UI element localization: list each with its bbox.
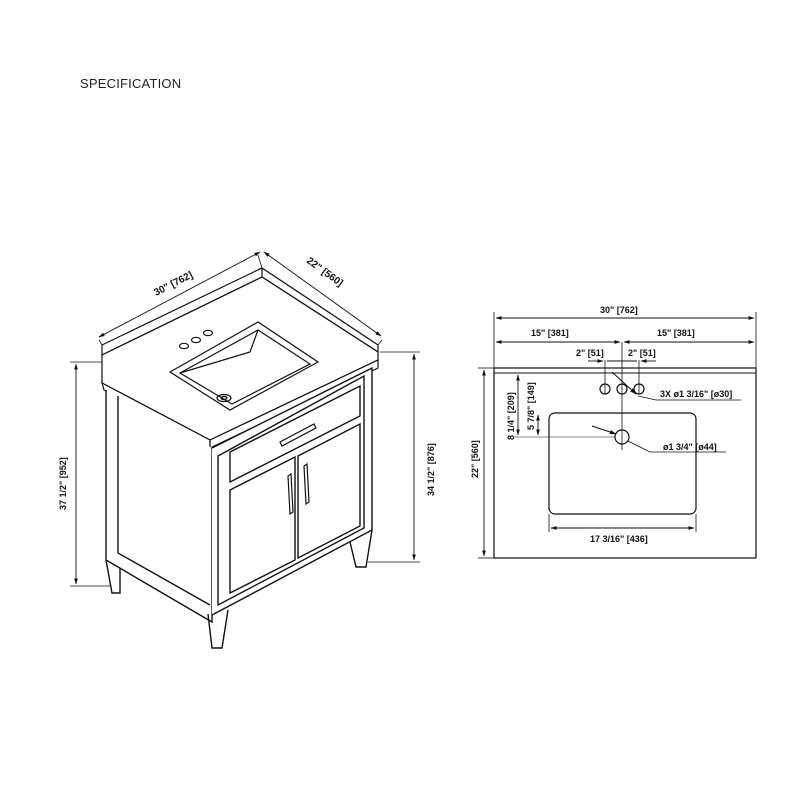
plan-bowl-outline [548,412,697,515]
dim-total-height: 37 1/2" [952] [58,361,110,587]
plan-depth-label: 22" [560] [470,440,480,478]
plan-callout-drain: ø1 3/4" [ø44] [591,425,726,453]
plan-dim-overall-width: 30" [762] [493,305,757,368]
plan-dim-hole-spacing: 2" [51] 2" [51] [576,348,656,363]
plan-hole-spacing-right-label: 2" [51] [628,348,656,358]
plan-view: 30" [762] 15" [381] 15" [381] 2" [51] 2"… [470,305,757,559]
handles [279,423,317,516]
dim-total-height-label: 37 1/2" [952] [58,457,68,510]
plan-left-half-label: 15" [381] [531,328,569,338]
plan-right-half-label: 15" [381] [657,328,695,338]
plan-faucet-holes-label: 3X ø1 3/16" [ø30] [660,389,732,399]
cabinet-legs [105,529,373,649]
plan-hole-spacing-left-label: 2" [51] [576,348,604,358]
sink-bowl [168,321,320,411]
vanity-perspective: 30" [762] 22" [560] 37 1/2" [952] 34 1/2… [58,251,436,649]
plan-dim-bowl-width: 17 3/16" [436] [548,514,697,544]
dim-width-label: 30" [762] [152,270,194,299]
plan-front-to-drain-label: 8 1/4" [209] [506,392,516,440]
plan-drain-label: ø1 3/4" [ø44] [663,442,717,452]
plan-callout-faucet-holes: 3X ø1 3/16" [ø30] [611,371,741,401]
plan-overall-width-label: 30" [762] [600,305,638,315]
dim-cabinet-height-label: 34 1/2" [876] [426,443,436,496]
plan-counter-outline [493,367,757,559]
page-heading: SPECIFICATION [80,76,182,91]
dim-depth-label: 22" [560] [304,256,344,290]
plan-dim-depth: 22" [560] [470,367,494,559]
plan-bowl-to-drain-label: 5 7/8" [149] [526,382,536,430]
plan-dim-bowl-to-drain: 5 7/8" [149] [526,382,540,436]
plan-dim-half-widths: 15" [381] 15" [381] [495,328,755,344]
plan-bowl-width-label: 17 3/16" [436] [590,534,648,544]
dim-cabinet-height: 34 1/2" [876] [368,351,436,563]
plan-dim-front-to-drain: 8 1/4" [209] [506,374,615,440]
